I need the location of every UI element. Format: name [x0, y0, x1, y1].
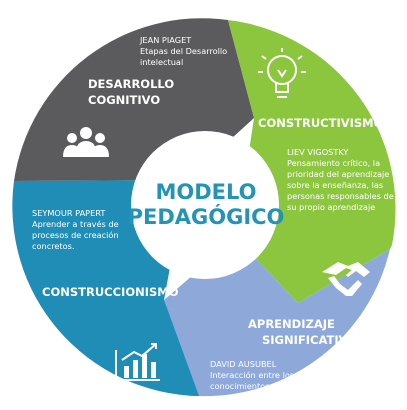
- papert-desc-line3: concretos.: [32, 241, 75, 251]
- center-title-line1: MODELO: [155, 180, 256, 204]
- vigostky-desc-line4: personas responsables de: [287, 191, 394, 201]
- papert-desc-line1: Aprender a través de: [32, 219, 119, 229]
- center-circle: [131, 131, 279, 279]
- ausubel-desc-line1: Interacción entre los: [210, 370, 294, 380]
- papert-author: SEYMOUR PAPERT: [32, 208, 106, 218]
- aprendizaje-significativo-title-line1: APRENDIZAJE: [248, 317, 335, 331]
- vigostky-desc-line3: sobre la enseñanza, las: [287, 180, 383, 190]
- piaget-desc-line1: Etapas del Desarrollo: [140, 46, 227, 56]
- segment-aprendizaje-significativo: [164, 238, 390, 397]
- construccionismo-title: CONSTRUCCIONISMO: [42, 285, 179, 299]
- ausubel-desc-line2: conocimientos: [210, 381, 269, 391]
- desarrollo-cognitivo-title-line1: DESARROLLO: [88, 77, 174, 91]
- piaget-desc-line2: intelectual: [140, 57, 183, 67]
- papert-desc-line2: procesos de creación: [32, 230, 119, 240]
- vigostky-desc-line5: su propio aprendizaje: [287, 202, 375, 212]
- ausubel-author: DAVID AUSUBEL: [210, 359, 277, 369]
- aprendizaje-significativo-title-line2: SIGNIFICATIVO: [262, 333, 357, 347]
- vigostky-desc-line1: Pensamiento crítico, la: [287, 158, 380, 168]
- handshake-icon: [322, 262, 370, 296]
- lightbulb-icon: [258, 48, 306, 98]
- center-title-line2: PEDAGÓGICO: [128, 204, 285, 229]
- vigostky-author: LIEV VIGOSTKY: [287, 147, 349, 157]
- vigostky-desc-line2: prioridad del aprendizaje: [287, 169, 389, 179]
- piaget-author: JEAN PIAGET: [139, 35, 192, 45]
- desarrollo-cognitivo-title-line2: COGNITIVO: [88, 93, 160, 107]
- constructivismo-title: CONSTRUCTIVISMO: [258, 116, 384, 130]
- bar-chart-growth-icon: [115, 343, 160, 381]
- group-of-people-icon: [63, 127, 109, 157]
